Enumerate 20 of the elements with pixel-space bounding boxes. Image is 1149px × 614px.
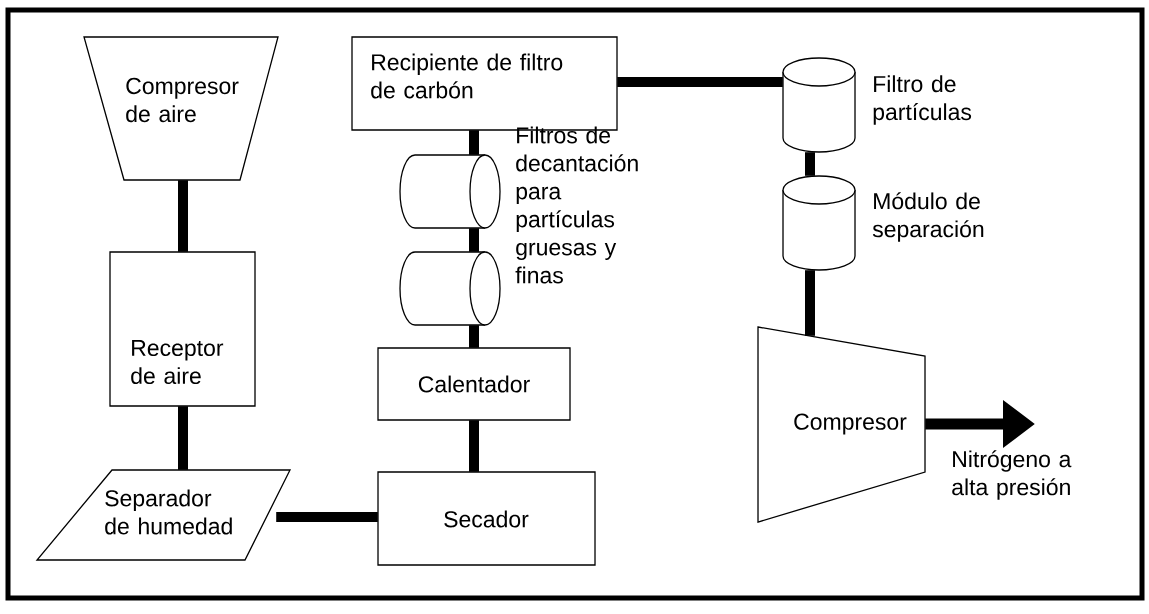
edge-label: Nitrógeno a alta presión <box>950 449 1083 501</box>
pipe-line <box>805 152 815 176</box>
pipe-line <box>178 180 188 252</box>
process-box: Calentador <box>377 347 571 421</box>
caption-text: Módulo de separación <box>872 192 984 242</box>
cylinder-shape <box>399 154 501 229</box>
pipe-line <box>617 77 783 87</box>
process-box: Secador <box>377 471 596 566</box>
trapezoid-box: Compresor <box>757 326 926 523</box>
pipe-line <box>469 420 479 472</box>
process-box: Receptor de aire <box>109 251 256 407</box>
cylinder-shape <box>399 251 501 326</box>
pipe-line <box>276 512 378 522</box>
pipe-line <box>178 406 188 470</box>
pipe-line <box>805 270 815 336</box>
trapezoid-box: Compresor de aire <box>83 36 279 181</box>
pipe-line <box>469 325 479 348</box>
pipe-line <box>469 130 479 155</box>
pipe-line <box>469 228 479 252</box>
caption-text: Filtro de partículas <box>873 75 972 125</box>
